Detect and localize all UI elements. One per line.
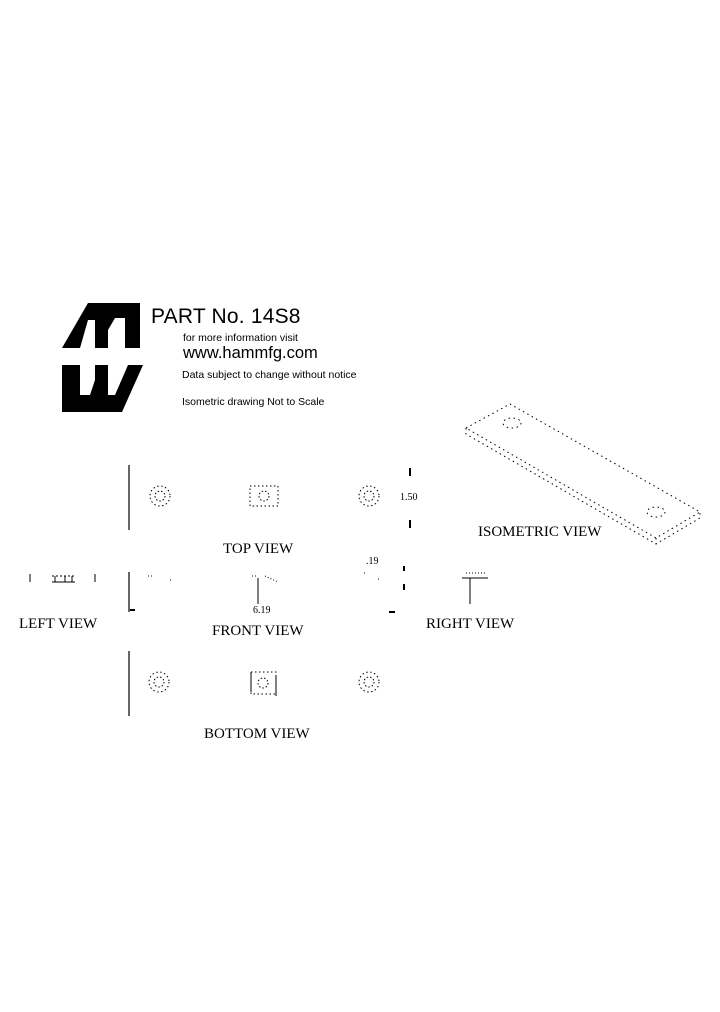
top-view-drawing [128, 465, 411, 530]
left-view-drawing [29, 574, 96, 583]
website-link[interactable]: www.hammfg.com [183, 344, 318, 362]
top-view-label: TOP VIEW [223, 541, 294, 557]
part-number-title: PART No. 14S8 [151, 305, 301, 328]
isometric-view-label: ISOMETRIC VIEW [478, 524, 602, 540]
info-line: for more information visit [183, 332, 298, 344]
length-dimension: 6.19 [253, 605, 271, 616]
front-view-drawing [128, 566, 405, 613]
width-dimension: 1.50 [400, 492, 418, 503]
scale-note: Isometric drawing Not to Scale [182, 396, 325, 408]
thickness-dimension: .19 [366, 556, 379, 567]
right-view-drawing [462, 572, 488, 604]
change-notice: Data subject to change without notice [182, 369, 357, 381]
hmw-logo [62, 303, 143, 412]
right-view-label: RIGHT VIEW [426, 616, 515, 632]
bottom-view-label: BOTTOM VIEW [204, 726, 310, 742]
left-view-label: LEFT VIEW [19, 616, 98, 632]
bottom-view-drawing [128, 651, 380, 716]
isometric-view-drawing [464, 403, 701, 545]
front-view-label: FRONT VIEW [212, 623, 304, 639]
